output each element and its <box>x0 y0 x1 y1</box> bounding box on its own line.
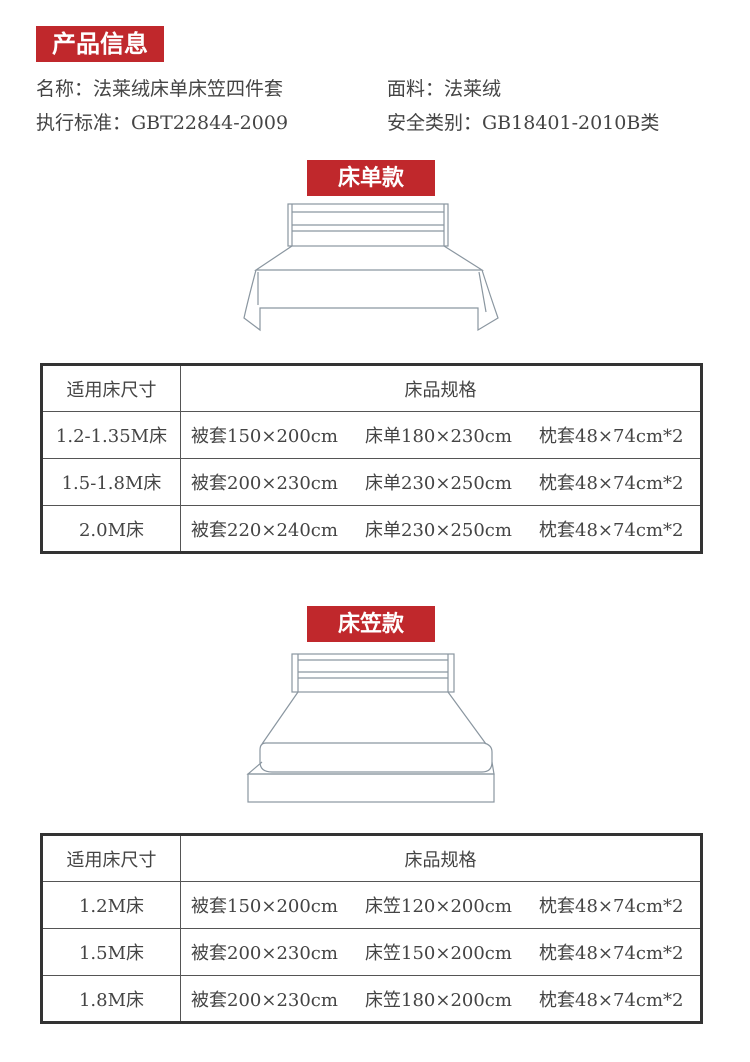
bed-size: 1.2-1.35M床 <box>41 411 181 459</box>
bed-size: 1.2M床 <box>41 881 181 929</box>
header-bed-size: 适用床尺寸 <box>41 834 181 882</box>
fitted-sheet-size-table: 适用床尺寸 床品规格 1.2M床 被套150×200cm 床笠120×200cm 枕… <box>40 833 703 1024</box>
table-row: 1.5-1.8M床 被套200×230cm 床单230×250cm 枕套48×74c… <box>41 458 702 506</box>
sheet-spec: 床单230×250cm <box>365 519 512 541</box>
flat-sheet-size-table: 适用床尺寸 床品规格 1.2-1.35M床 被套150×200cm 床单180×2… <box>40 363 703 554</box>
table-header-row: 适用床尺寸 床品规格 <box>41 364 702 412</box>
duvet-spec: 被套150×200cm <box>191 896 338 917</box>
bed-size: 2.0M床 <box>41 505 181 553</box>
pillowcase-spec: 枕套48×74cm*2 <box>539 519 684 541</box>
duvet-spec: 被套200×230cm <box>191 989 338 1011</box>
fitted-sheet-spec: 床笠120×200cm <box>365 896 512 917</box>
fitted-sheet-spec: 床笠150×200cm <box>365 943 512 964</box>
table-row: 1.2-1.35M床 被套150×200cm 床单180×230cm 枕套48×74… <box>41 411 702 459</box>
table-row: 1.2M床 被套150×200cm 床笠120×200cm 枕套48×74cm*2 <box>41 881 702 929</box>
sheet-spec: 床单230×250cm <box>365 473 512 494</box>
header-specs: 床品规格 <box>180 834 702 882</box>
pillowcase-spec: 枕套48×74cm*2 <box>539 473 684 494</box>
sheet-spec: 床单180×230cm <box>365 426 512 447</box>
fitted-sheet-spec: 床笠180×200cm <box>365 989 512 1011</box>
duvet-spec: 被套200×230cm <box>191 943 338 964</box>
product-safety: 安全类别：GB18401-2010B类 <box>387 112 660 134</box>
pillowcase-spec: 枕套48×74cm*2 <box>539 989 684 1011</box>
product-info-title: 产品信息 <box>36 26 164 62</box>
fitted-sheet-bed-illustration <box>246 653 495 803</box>
flat-sheet-bed-illustration <box>243 203 499 332</box>
duvet-spec: 被套200×230cm <box>191 473 338 494</box>
duvet-spec: 被套220×240cm <box>191 519 338 541</box>
header-specs: 床品规格 <box>180 364 702 412</box>
duvet-spec: 被套150×200cm <box>191 426 338 447</box>
fitted-sheet-section-tag: 床笠款 <box>307 606 435 642</box>
table-header-row: 适用床尺寸 床品规格 <box>41 834 702 882</box>
table-row: 2.0M床 被套220×240cm 床单230×250cm 枕套48×74cm*2 <box>41 505 702 553</box>
flat-sheet-section-tag: 床单款 <box>307 160 435 196</box>
table-row: 1.8M床 被套200×230cm 床笠180×200cm 枕套48×74cm*2 <box>41 975 702 1023</box>
bed-size: 1.5M床 <box>41 928 181 976</box>
bed-size: 1.5-1.8M床 <box>41 458 181 506</box>
pillowcase-spec: 枕套48×74cm*2 <box>539 943 684 964</box>
bed-size: 1.8M床 <box>41 975 181 1023</box>
header-bed-size: 适用床尺寸 <box>41 364 181 412</box>
product-name: 名称：法莱绒床单床笠四件套 <box>36 78 284 100</box>
table-row: 1.5M床 被套200×230cm 床笠150×200cm 枕套48×74cm*2 <box>41 928 702 976</box>
product-standard: 执行标准：GBT22844-2009 <box>36 112 289 134</box>
pillowcase-spec: 枕套48×74cm*2 <box>539 426 684 447</box>
product-fabric: 面料：法莱绒 <box>387 78 502 100</box>
pillowcase-spec: 枕套48×74cm*2 <box>539 896 684 917</box>
